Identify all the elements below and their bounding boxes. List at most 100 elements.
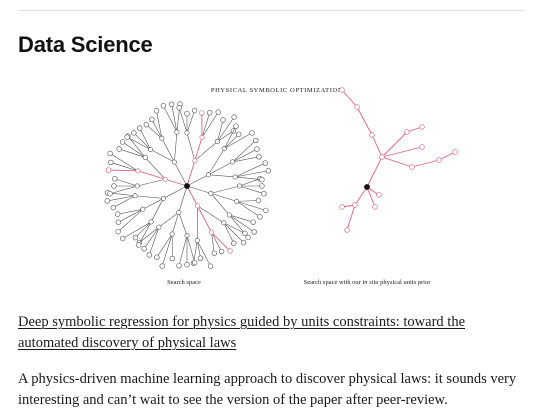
tree-edge [208,148,225,175]
tree-edge [223,126,237,149]
tree-edge [108,169,139,172]
leaf-node [242,230,248,237]
tree-edge [119,148,146,158]
tree-edge [224,134,239,149]
leaf-node [131,130,137,136]
leaf-node [132,234,139,241]
branch-node [208,190,214,196]
tree-edge [217,116,235,142]
caption-right: Search space with our in situ physical u… [304,279,432,286]
tree-edge [139,127,151,150]
leaf-node [119,139,126,145]
branch-node [142,154,148,160]
tree-edge [122,221,152,239]
tree-edge [109,185,138,195]
leaf-node [206,110,213,116]
leaf-node [115,228,121,235]
branch-node [159,135,165,141]
leaf-node [110,204,116,211]
tree-edge [110,162,139,172]
tree-edge [381,146,423,158]
top-divider [18,10,525,11]
leaf-node [259,176,265,183]
branch-node [236,183,242,189]
tree-edge [236,200,259,202]
tree-edge [165,178,188,187]
leaf-node [136,125,143,131]
tree-edge [232,148,258,163]
constrained-node [452,149,458,155]
leaf-node [220,117,226,123]
tree-edge [381,156,413,168]
tree-edge [178,212,188,236]
search-space-tree [104,101,272,269]
leaf-node [263,207,269,214]
leaf-node [211,250,217,256]
tree-edge [371,134,383,158]
constrained-node [376,192,382,198]
tree-edge [135,221,152,238]
tree-edge [186,235,195,263]
leaf-node [249,130,255,136]
tree-edge [197,205,212,233]
leaf-node [136,242,142,248]
tree-edge [156,233,173,258]
tree-edge [117,208,143,215]
leaf-node [207,263,214,269]
leaf-node [254,146,260,152]
root-node [184,183,190,189]
leaf-node [253,137,259,144]
leaf-node [199,110,205,116]
tree-edge [139,226,160,243]
branch-node [174,129,180,135]
branch-node [194,203,200,209]
branch-node [234,198,240,204]
branch-node [162,176,168,182]
leaf-node [159,263,165,269]
leaf-node [115,219,122,225]
leaf-node [154,254,160,260]
tree-edge [223,222,244,243]
branch-node [148,219,154,225]
caption-left: Search space [167,279,201,286]
tree-edge [235,176,262,180]
tree-edge [109,153,139,172]
tree-edge [186,160,196,187]
tree-edge [178,107,188,133]
branch-node [184,130,190,136]
tree-edge [156,110,163,139]
tree-edge [381,131,408,158]
leaf-node [215,109,221,115]
leaf-node [250,219,256,225]
tree-edge [201,112,210,138]
constrained-node [436,157,442,163]
leaf-node [105,167,112,173]
article-link[interactable]: Deep symbolic regression for physics gui… [18,314,466,351]
constrained-node [372,204,378,210]
leaf-node [265,168,272,174]
leaf-node [257,214,263,220]
leaf-node [114,211,121,217]
tree-edge [138,221,152,246]
leaf-node [256,154,262,160]
tree-edge [158,212,179,228]
constrained-node [352,202,358,208]
branch-node [232,174,238,180]
leaf-node [160,103,167,109]
leaf-node [231,240,237,246]
leaf-node [197,255,204,261]
leaf-node [104,198,110,204]
leaf-node [235,131,242,138]
leaf-node [191,107,198,114]
tree-edge [346,204,356,231]
branch-node [148,147,154,153]
branch-node [208,229,214,235]
constrained-node [404,129,410,135]
constrained-node [409,164,415,170]
tree-edge [174,132,178,163]
branch-node [135,168,141,174]
tree-edge [229,214,255,233]
leaf-node [143,121,150,128]
tree-edge [186,185,198,207]
tree-edge [366,186,376,208]
